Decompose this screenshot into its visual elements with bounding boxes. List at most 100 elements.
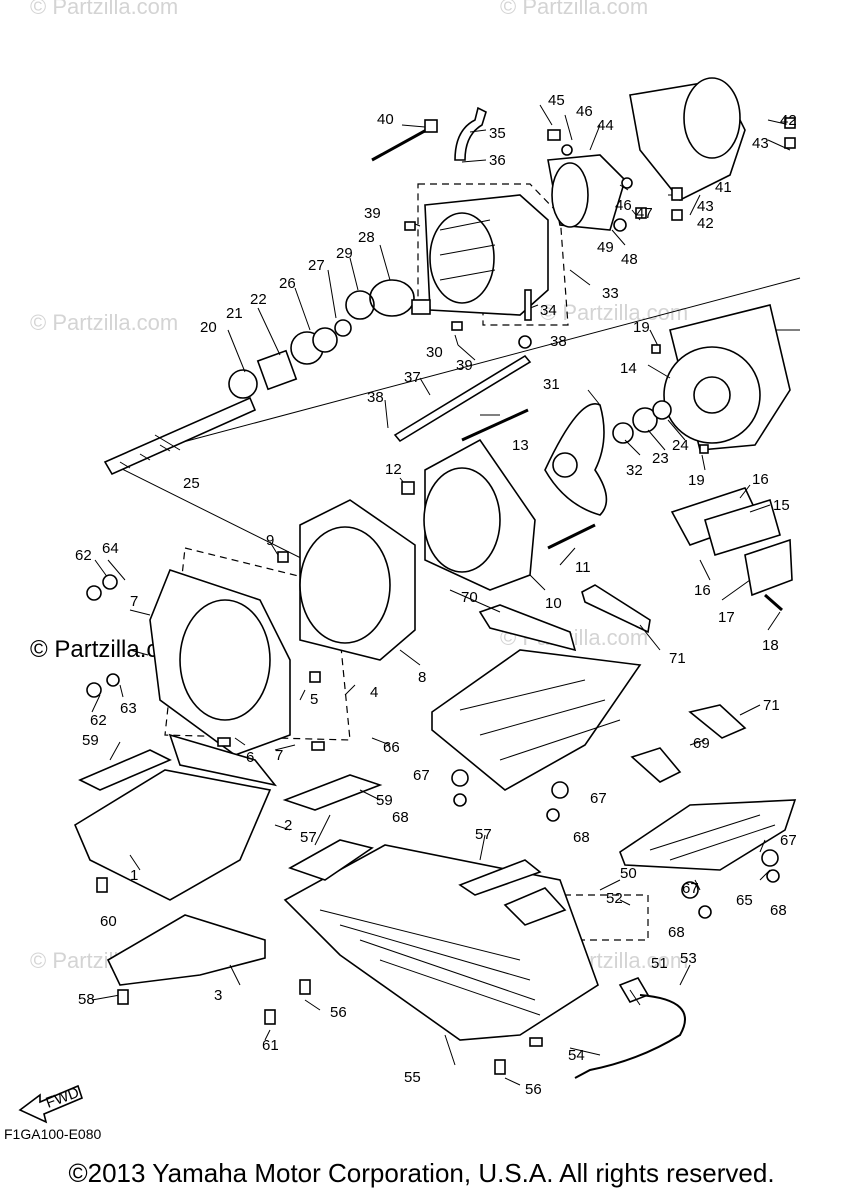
callout: 46 [576, 103, 593, 120]
callout: 71 [763, 697, 780, 714]
callout: 49 [597, 239, 614, 256]
callout: 19 [633, 319, 650, 336]
bolt-11 [547, 523, 596, 550]
callout: 43 [752, 135, 769, 152]
seal-23 [632, 407, 658, 433]
nozzle-44 [547, 154, 626, 231]
callout: 43 [697, 198, 714, 215]
callout: 17 [718, 609, 735, 626]
watermark: © Partzilla.com [540, 300, 689, 325]
callout: 9 [266, 532, 274, 549]
pipe-37 [393, 354, 532, 443]
callout: 34 [540, 302, 557, 319]
bracket-57 [288, 839, 374, 881]
collar-21 [256, 349, 298, 391]
callout: 45 [548, 92, 565, 109]
callout: 68 [770, 902, 787, 919]
callout: 21 [226, 305, 243, 322]
callout: 22 [250, 291, 267, 308]
callout: 59 [376, 792, 393, 809]
screen-15 [704, 498, 781, 557]
bearing-20 [228, 369, 258, 399]
callout: 26 [279, 275, 296, 292]
callout: 57 [300, 829, 317, 846]
fwd-label: FWD [44, 1084, 82, 1112]
bracket-69 [630, 747, 682, 783]
callout: 24 [672, 437, 689, 454]
cable-53 [574, 994, 686, 1079]
callout: 68 [392, 809, 409, 826]
impeller-housing-14 [663, 304, 791, 451]
callout: 16 [694, 582, 711, 599]
callout: 19 [688, 472, 705, 489]
callout: 2 [284, 817, 292, 834]
callout: 67 [682, 880, 699, 897]
callout: 54 [568, 1047, 585, 1064]
callout: 3 [214, 987, 222, 1004]
plate-65 [619, 799, 797, 871]
bracket-71b [688, 704, 747, 739]
seal-32 [612, 422, 634, 444]
duct-plate-4 [149, 569, 291, 756]
callout: 7 [275, 747, 283, 764]
callout: 56 [330, 1004, 347, 1021]
duct-10 [423, 438, 536, 591]
callout: 36 [489, 152, 506, 169]
callout: 7 [130, 593, 138, 610]
impeller-31 [544, 403, 608, 516]
callout: 58 [78, 991, 95, 1008]
callout: 61 [262, 1037, 279, 1054]
callout: 38 [367, 389, 384, 406]
callout: 16 [752, 471, 769, 488]
deflector-41 [629, 77, 746, 202]
cover-17 [744, 538, 793, 597]
bolt-18 [764, 593, 783, 612]
callout: 55 [404, 1069, 421, 1086]
support-59 [78, 749, 172, 791]
seal-26 [312, 327, 338, 353]
callout: 38 [550, 333, 567, 350]
clamp-38 [518, 335, 532, 349]
support-59b [282, 774, 383, 811]
callout: 71 [669, 650, 686, 667]
callout: 67 [590, 790, 607, 807]
callout: 62 [90, 712, 107, 729]
callout: 35 [489, 125, 506, 142]
bracket-71 [581, 584, 651, 634]
callout: 44 [597, 117, 614, 134]
callout: 27 [308, 257, 325, 274]
callout: 40 [377, 111, 394, 128]
callout: 66 [383, 739, 400, 756]
callout-labels: 1 2 3 4 5 6 7 7 8 9 10 11 12 13 14 15 16… [75, 92, 797, 1098]
o-ring-29 [345, 290, 375, 320]
bracket-57b [458, 859, 542, 896]
plug-30 [411, 299, 431, 315]
watermark: © Partzilla.com [500, 0, 649, 19]
callout: 60 [100, 913, 117, 930]
callout: 59 [82, 732, 99, 749]
callout: 68 [668, 924, 685, 941]
callout: 42 [697, 215, 714, 232]
callout: 70 [461, 589, 478, 606]
callout: 12 [385, 461, 402, 478]
callout: 62 [75, 547, 92, 564]
callout: 10 [545, 595, 562, 612]
callout: 42 [780, 112, 797, 129]
callout: 65 [736, 892, 753, 909]
seal-24 [652, 400, 672, 420]
callout: 11 [575, 559, 591, 576]
callout: 20 [200, 319, 217, 336]
callout: 57 [475, 826, 492, 843]
cap-28 [369, 279, 415, 317]
bolt-13 [461, 408, 529, 442]
callout: 30 [426, 344, 443, 361]
callout: 63 [120, 700, 137, 717]
callout: 15 [773, 497, 790, 514]
callout: 39 [364, 205, 381, 222]
callout: 64 [102, 540, 119, 557]
callout: 5 [310, 691, 318, 708]
callout: 29 [336, 245, 353, 262]
plate-66 [431, 649, 642, 791]
diagram-code: F1GA100-E080 [4, 1126, 102, 1142]
